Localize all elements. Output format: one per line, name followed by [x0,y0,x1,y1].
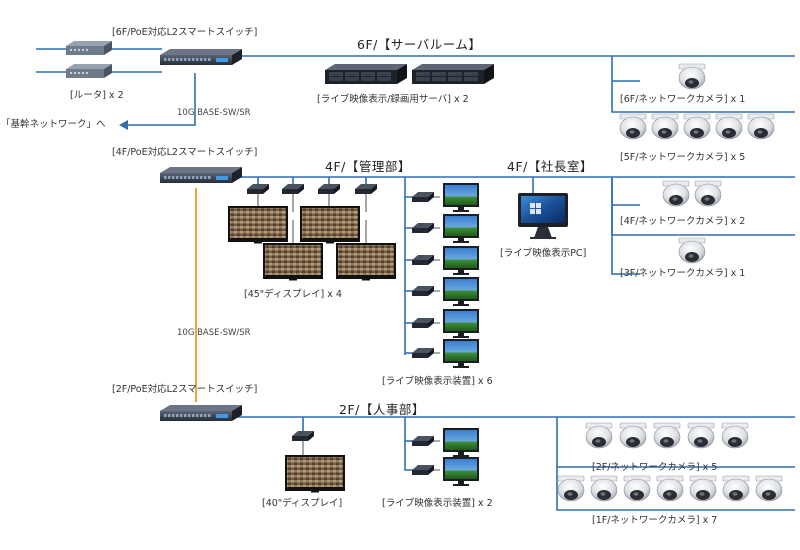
camera-icon [656,475,684,502]
media-box-icon [412,223,434,233]
camera-icon [557,475,585,502]
camera-icon [715,113,743,140]
camera-4f-label: [4F/ネットワークカメラ] x 2 [620,216,746,227]
media-box-icon [318,184,340,194]
camera-icon [755,475,783,502]
switch-4f-label: [4F/PoE対応L2スマートスイッチ] [112,147,258,158]
camera-icon [721,422,749,449]
media-box-icon [412,348,434,358]
camera-icon [623,475,651,502]
display-40-label: [40"ディスプレイ] [262,498,343,509]
display-40-icon [285,455,345,493]
switch-2f-icon [160,405,242,421]
display-45-icon [336,243,396,281]
camera-icon [653,422,681,449]
uplink-label: 10G BASE-SW/SR [177,108,251,118]
monitor-icon [443,309,479,338]
monitor-icon [443,339,479,368]
camera-5f-label: [5F/ネットワークカメラ] x 5 [620,152,746,163]
switch-2f-label: [2F/PoE対応L2スマートスイッチ] [112,384,258,395]
camera-icon [651,113,679,140]
fiber-label: 10G BASE-SW/SR [177,328,251,338]
camera-icon [694,180,722,207]
camera-group-5f [619,113,775,140]
display-45-icon [263,243,323,281]
pc-icon [518,193,568,239]
media-box-icon [412,255,434,265]
backbone-arrow [119,73,196,130]
viewers-4f-label: [ライブ映像表示装置] x 6 [382,376,493,387]
floor-4f-pres-title: 4F/【社長室】 [507,159,593,174]
viewer-group-4f [412,183,479,368]
display-45-icon [300,206,360,244]
backbone-label: 「基幹ネットワーク」へ [1,119,106,130]
router-icon [66,64,112,78]
media-box-icon [412,192,434,202]
camera-icon [662,180,690,207]
monitor-icon [443,277,479,306]
servers-label: [ライブ映像表示/録画用サーバ] x 2 [317,94,469,105]
media-box-icon [412,318,434,328]
camera-group-1f [557,475,783,502]
monitor-icon [443,246,479,275]
monitor-icon [443,214,479,243]
floor-2f-title: 2F/【人事部】 [339,402,425,417]
camera-2f-label: [2F/ネットワークカメラ] x 5 [592,462,718,473]
camera-1f-label: [1F/ネットワークカメラ] x 7 [592,515,718,526]
camera-3f-label: [3F/ネットワークカメラ] x 1 [620,268,746,279]
camera-icon [619,422,647,449]
camera-icon [590,475,618,502]
server-icon [325,64,407,84]
floor-4f-mgmt-title: 4F/【管理部】 [325,159,411,174]
viewers-2f-label: [ライブ映像表示装置] x 2 [382,498,493,509]
monitor-icon [443,183,479,212]
switch-6f-icon [160,49,242,65]
floor-6f-title: 6F/【サーバルーム】 [357,37,482,52]
network-lines [36,48,795,511]
camera-icon [585,422,613,449]
camera-icon [678,63,706,90]
camera-icon [747,113,775,140]
camera-icon [678,237,706,264]
monitor-icon [443,428,479,457]
router-icon [66,41,112,55]
media-box-icon [412,465,434,475]
switch-6f-label: [6F/PoE対応L2スマートスイッチ] [112,27,258,38]
switch-4f-icon [160,167,242,183]
camera-icon [683,113,711,140]
camera-group-2f [585,422,749,449]
media-box-icon [292,431,314,441]
pc-label: [ライブ映像表示PC] [500,248,587,259]
router-label: [ルータ] x 2 [70,90,124,101]
media-box-icon [412,286,434,296]
display-45-label: [45"ディスプレイ] x 4 [244,289,342,300]
media-box-icon [412,436,434,446]
monitor-icon [443,457,479,486]
fiber-link-4f-2f [195,188,197,402]
camera-icon [722,475,750,502]
server-icon [412,64,494,84]
camera-icon [687,422,715,449]
camera-icon [619,113,647,140]
camera-6f-label: [6F/ネットワークカメラ] x 1 [620,94,746,105]
media-box-icon [247,184,269,194]
display-45-icon [228,206,288,244]
media-box-icon [282,184,304,194]
media-box-icon [355,184,377,194]
camera-icon [689,475,717,502]
